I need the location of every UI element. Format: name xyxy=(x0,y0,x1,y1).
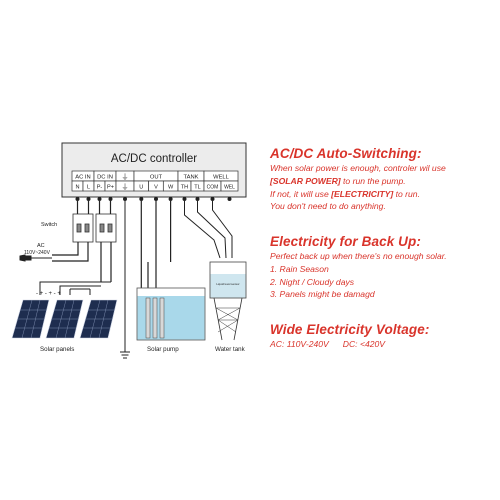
ground-wire xyxy=(120,201,130,359)
label-well: WELL xyxy=(213,175,230,181)
backup-item: 2. Night / Cloudy days xyxy=(270,276,355,287)
voltage-ac: AC: 110V-240V xyxy=(270,339,329,349)
breaker-ac xyxy=(72,213,94,243)
terminal-u: U xyxy=(139,185,143,191)
terminal-wel: WEL xyxy=(224,185,235,191)
electricity-keyword: [ELECTRICITY] xyxy=(331,188,394,199)
auto-switch-line-4: You don't need to do anything. xyxy=(270,201,386,212)
terminal-w: W xyxy=(168,185,174,191)
terminal-labels: N L P- P+ ⏚ U V W TH TL COM WEL xyxy=(75,183,235,191)
backup-item: 3. Panels might be damagd xyxy=(270,289,375,300)
label-tank: TANK xyxy=(183,175,198,181)
terminal-ground: ⏚ xyxy=(122,183,129,191)
water-tank-label: Water tank xyxy=(215,346,246,353)
wires-pump xyxy=(140,201,172,300)
terminal-l: L xyxy=(87,185,90,191)
terminal-strip xyxy=(71,170,239,192)
breaker-dc xyxy=(95,213,117,243)
panel-polarity-marks: - + - + - + xyxy=(36,291,61,297)
terminal-v: V xyxy=(154,185,158,191)
wires-panels xyxy=(39,281,111,295)
switch-label: Switch xyxy=(41,222,57,228)
voltage-values: AC: 110V-240V DC: <420V xyxy=(270,338,429,351)
tank-sensor-text: Liquid level sensor xyxy=(216,282,239,286)
terminal-group-labels: AC IN DC IN ⏚ OUT TANK WELL xyxy=(75,173,229,181)
auto-switch-line-1: When solar power is enough, controler wi… xyxy=(270,163,446,173)
label-ground-group: ⏚ xyxy=(122,173,129,181)
solar-panel-icon xyxy=(11,299,118,339)
terminal-screws xyxy=(75,197,232,201)
auto-switch-line-3-pre: If not, it will use xyxy=(270,188,332,199)
voltage-dc: DC: <420V xyxy=(342,339,386,349)
terminal-com: COM xyxy=(207,185,219,191)
auto-switch-line-3: If not, it will use [ELECTRICITY] to run… xyxy=(270,188,446,201)
controller-title: AC/DC controller xyxy=(111,153,197,165)
pump-well-icon xyxy=(136,287,206,341)
ac-plug-icon xyxy=(19,254,52,262)
water-tank-icon: Liquid level sensor xyxy=(209,261,247,341)
solar-pump-label: Solar pump xyxy=(147,346,179,353)
terminal-th: TH xyxy=(181,185,188,191)
terminal-tl: TL xyxy=(194,185,201,191)
auto-switch-section: AC/DC Auto-Switching: When solar power i… xyxy=(270,146,446,213)
wires-tank xyxy=(184,201,233,259)
label-out: OUT xyxy=(150,175,163,181)
auto-switch-line-3-rest: to run. xyxy=(393,188,420,199)
backup-section: Electricity for Back Up: Perfect back up… xyxy=(270,234,447,301)
solar-power-keyword: [SOLAR POWER] xyxy=(270,175,341,186)
auto-switch-heading: AC/DC Auto-Switching: xyxy=(270,146,422,161)
wires-breakers xyxy=(52,201,112,282)
voltage-section: Wide Electricity Voltage: AC: 110V-240V D… xyxy=(270,322,429,351)
label-ac-in: AC IN xyxy=(75,175,90,181)
backup-item: 1. Rain Season xyxy=(270,263,329,274)
terminal-n: N xyxy=(75,185,79,191)
auto-switch-line-2: [SOLAR POWER] to run the pump. xyxy=(270,175,446,188)
backup-intro: Perfect back up when there's no enough s… xyxy=(270,251,447,261)
terminal-p-minus: P- xyxy=(97,185,103,191)
ac-source-label: AC xyxy=(37,243,45,249)
ac-source-voltage: 110V~240V xyxy=(24,250,51,256)
auto-switch-line-2-rest: to run the pump. xyxy=(340,175,406,186)
backup-heading: Electricity for Back Up: xyxy=(270,234,421,249)
label-dc-in: DC IN xyxy=(97,175,113,181)
voltage-heading: Wide Electricity Voltage: xyxy=(270,322,430,337)
terminal-p-plus: P+ xyxy=(107,185,114,191)
solar-panels-label: Solar panels xyxy=(40,346,74,353)
